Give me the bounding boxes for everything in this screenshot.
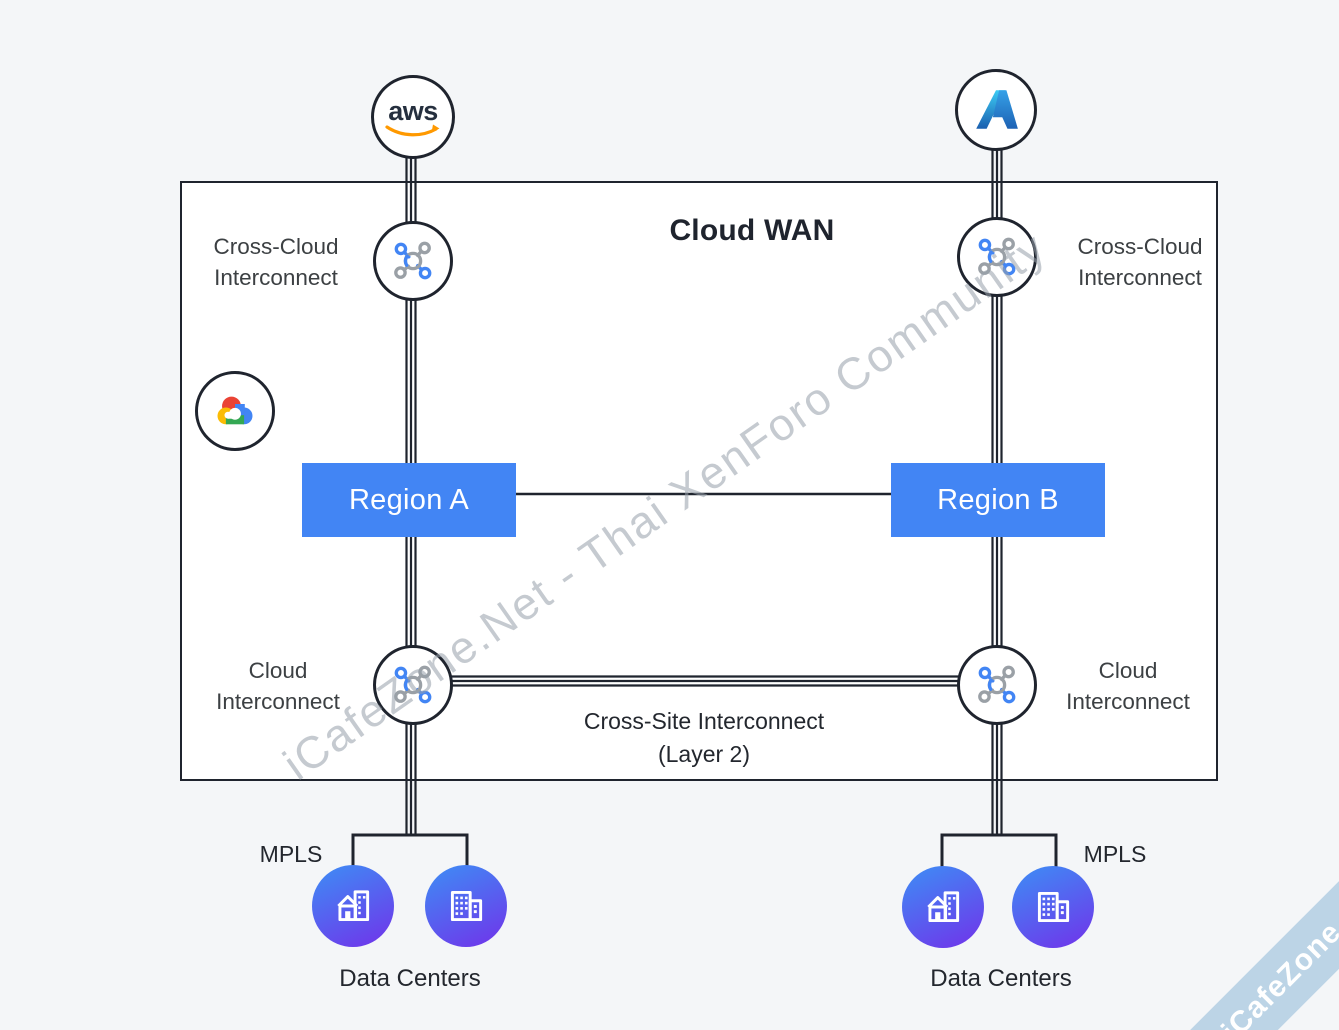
data-center-house-right [902, 866, 984, 948]
mpls-fork-left [351, 833, 469, 869]
mpls-label-left: MPLS [259, 841, 323, 867]
region-b-box: Region B [891, 463, 1105, 537]
cloud-interconnect-right-label: Cloud Interconnect [1066, 658, 1190, 714]
region-a-label: Region A [348, 483, 470, 516]
cross-site-interconnect-label: Cross-Site Interconnect (Layer 2) [583, 708, 825, 767]
cloud-interconnect-right-node [957, 645, 1037, 725]
office-building-icon [1037, 891, 1070, 923]
cloud-interconnect-left-node [373, 645, 453, 725]
azure-node [955, 69, 1037, 151]
data-center-office-right [1012, 866, 1094, 948]
mpls-label-right: MPLS [1083, 841, 1147, 867]
cross-cloud-interconnect-right-label: Cross-Cloud Interconnect [1077, 234, 1203, 290]
region-a-box: Region A [302, 463, 516, 537]
office-building-icon [450, 890, 483, 922]
aws-node: aws [371, 75, 455, 159]
data-centers-label-right: Data Centers [930, 965, 1072, 992]
data-center-office-left [425, 865, 507, 947]
cloud-interconnect-left-label: Cloud Interconnect [216, 658, 340, 714]
triple-line-cross-site [413, 675, 997, 687]
cross-cloud-interconnect-left-node [373, 221, 453, 301]
cross-cloud-interconnect-right-node [957, 217, 1037, 297]
region-b-label: Region B [937, 483, 1059, 516]
interconnect-icon [978, 237, 1016, 276]
house-building-icon [927, 891, 960, 923]
aws-logo-text: aws [388, 95, 438, 126]
data-centers-label-left: Data Centers [339, 965, 481, 992]
cross-cloud-interconnect-left-label: Cross-Cloud Interconnect [213, 234, 339, 290]
azure-logo-icon [976, 90, 1018, 129]
mpls-fork-right [940, 833, 1058, 869]
interconnect-icon [394, 665, 432, 704]
aws-logo-icon: aws [384, 95, 442, 139]
house-building-icon [337, 890, 370, 922]
page-title: Cloud WAN [669, 214, 835, 247]
google-cloud-node [195, 371, 275, 451]
interconnect-icon [978, 665, 1016, 704]
aws-smile-icon [385, 124, 440, 136]
data-center-house-left [312, 865, 394, 947]
google-cloud-logo-icon [217, 396, 253, 425]
interconnect-icon [394, 241, 432, 280]
